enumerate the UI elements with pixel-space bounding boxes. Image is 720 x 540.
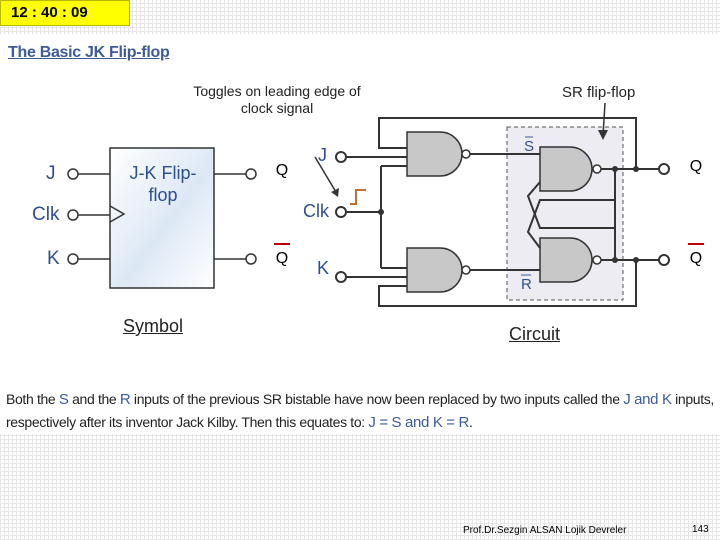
toggle-annotation: Toggles on leading edge of clock signal (193, 83, 361, 116)
qbar-output-right: Q (675, 240, 717, 304)
nand-gate-top (406, 131, 463, 177)
nand-gate-bottom (406, 247, 463, 293)
sr-annotation: SR flip-flop (562, 84, 636, 101)
nand-gate-sr-top (539, 146, 593, 192)
circuit-caption: Circuit (509, 324, 561, 344)
nand-gate-sr-bottom (539, 237, 593, 283)
overline-bar (688, 243, 704, 245)
page-number: 143 (692, 524, 709, 535)
overline-bar (274, 243, 290, 245)
description-paragraph: Both the S and the R inputs of the previ… (6, 391, 714, 431)
cross-coupling-wires (526, 169, 616, 260)
q-output-left: Q (261, 150, 303, 190)
qbar-output-left: Q (261, 240, 303, 304)
circuit-input-clk: Clk (303, 201, 329, 221)
feedback-wires (378, 117, 637, 307)
circuit-input-k: K (317, 258, 330, 278)
symbol-input-clk: Clk (32, 204, 60, 225)
r-bar-label: R (521, 276, 532, 293)
symbol-input-k: K (47, 248, 60, 269)
symbol-output-lines (214, 168, 257, 265)
timer-display: 12 : 40 : 09 (0, 0, 130, 26)
q-output-right: Q (675, 146, 717, 186)
footer-author: Prof.Dr.Sezgin ALSAN Lojik Devreler (463, 525, 627, 536)
slide-title: The Basic JK Flip-flop (8, 44, 170, 61)
circuit-output-wires (601, 163, 670, 266)
symbol-caption: Symbol (123, 316, 184, 336)
symbol-input-j: J (46, 163, 56, 184)
s-bar-label: S (524, 138, 535, 155)
circuit-input-j: J (318, 145, 327, 165)
symbol-box-label: J-K Flip-flop (129, 163, 197, 205)
clock-triangle (109, 205, 126, 223)
symbol-box (109, 147, 215, 289)
circuit-input-wires (335, 151, 407, 283)
symbol-input-lines (67, 168, 110, 265)
